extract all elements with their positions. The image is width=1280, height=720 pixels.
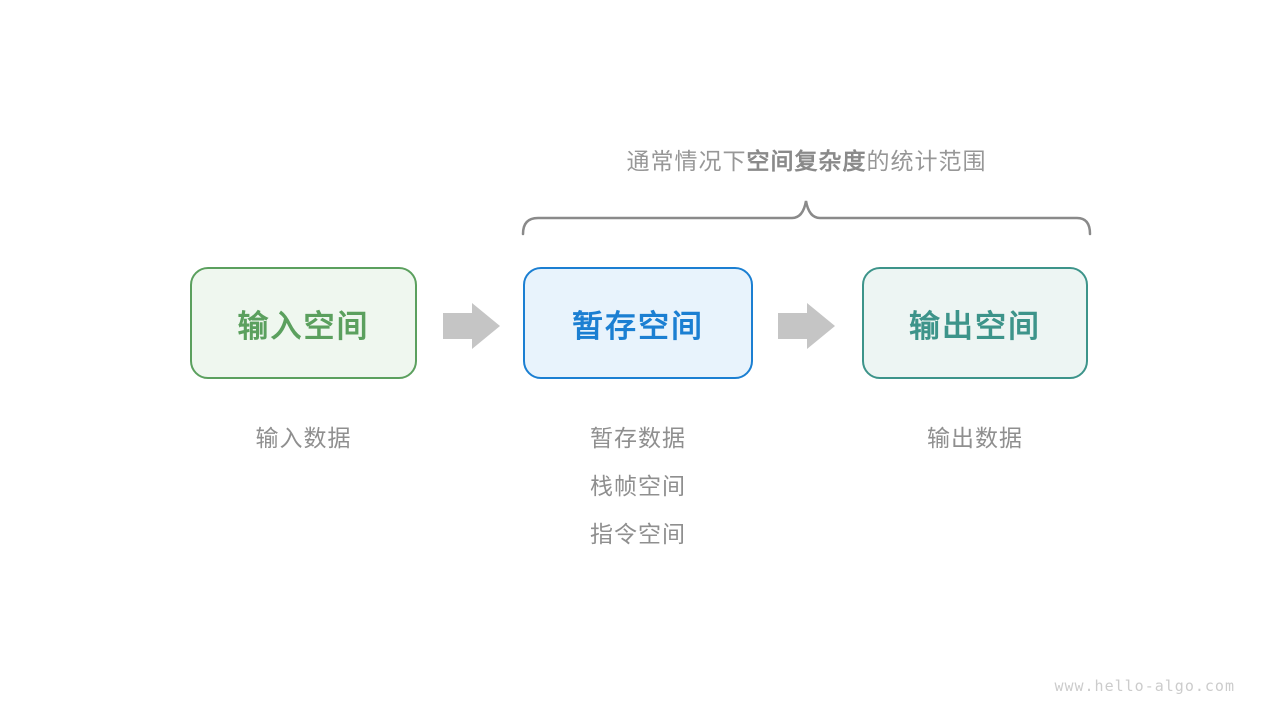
- output-space-box: 输出空间: [862, 267, 1088, 379]
- title-suffix: 的统计范围: [866, 148, 987, 174]
- curly-brace: [521, 200, 1092, 236]
- input-space-label: 输入空间: [237, 308, 370, 344]
- right-arrow-icon: [443, 303, 500, 349]
- watermark: www.hello-algo.com: [1054, 677, 1235, 695]
- output-space-label: 输出空间: [909, 308, 1041, 344]
- title-keyword: 空间复杂度: [746, 148, 867, 174]
- buffer-space-notes: 暂存数据 栈帧空间 指令空间: [523, 414, 753, 558]
- input-space-notes: 输入数据: [190, 414, 417, 462]
- right-arrow-icon: [778, 303, 835, 349]
- note-line: 输出数据: [927, 425, 1023, 451]
- buffer-space-label: 暂存空间: [572, 308, 704, 344]
- note-line: 指令空间: [590, 521, 686, 547]
- input-space-box: 输入空间: [190, 267, 417, 379]
- note-line: 栈帧空间: [590, 473, 686, 499]
- output-space-notes: 输出数据: [862, 414, 1088, 462]
- note-line: 暂存数据: [590, 425, 686, 451]
- note-line: 输入数据: [255, 425, 352, 451]
- buffer-space-box: 暂存空间: [523, 267, 753, 379]
- diagram-title: 通常情况下空间复杂度的统计范围: [520, 146, 1093, 176]
- title-prefix: 通常情况下: [626, 148, 747, 174]
